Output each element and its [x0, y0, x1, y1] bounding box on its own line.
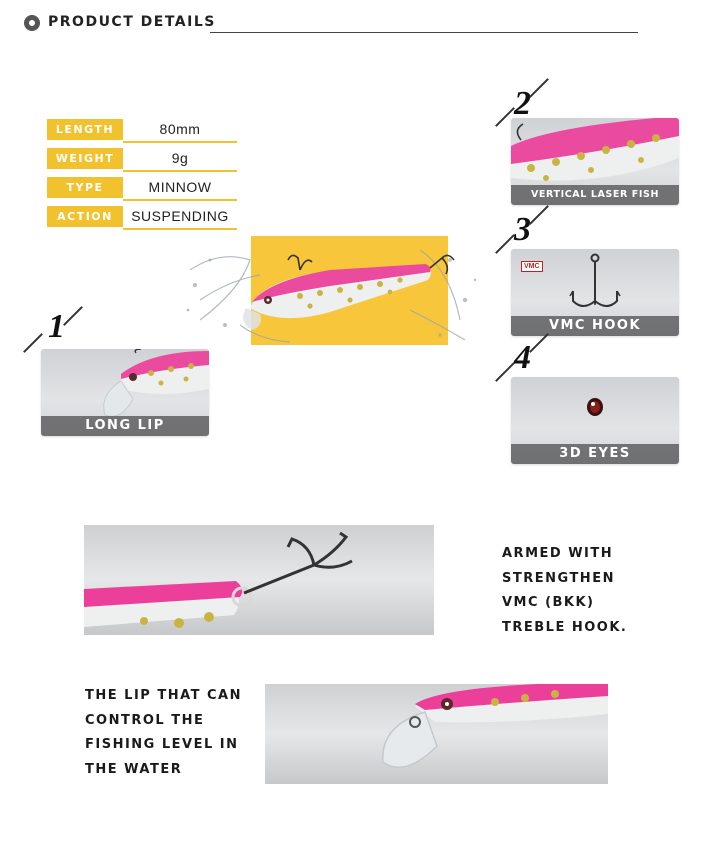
feature-number-2: 2	[514, 85, 531, 122]
feature-caption: LONG LIP	[41, 416, 209, 436]
spec-label: TYPE	[47, 177, 123, 198]
spec-label: ACTION	[47, 206, 123, 227]
spec-underline	[123, 199, 237, 201]
desc-line: FISHING LEVEL IN	[85, 737, 239, 752]
feature-caption: VERTICAL LASER FISH SCALES	[511, 185, 679, 205]
slash-mark	[529, 205, 549, 225]
desc-line: CONTROL THE	[85, 712, 205, 728]
feature-card-vmc-hook: VMC VMC HOOK	[511, 249, 679, 336]
desc-line: VMC (BKK)	[502, 595, 595, 610]
hook-description: ARMED WITH STRENGTHEN VMC (BKK) TREBLE H…	[502, 542, 627, 640]
slash-mark	[63, 306, 83, 326]
desc-line: STRENGTHEN	[502, 570, 615, 586]
slash-mark	[23, 333, 43, 353]
feature-caption: 3D EYES	[511, 444, 679, 464]
laser-scales-image	[511, 118, 679, 181]
feature-card-3d-eyes: 3D EYES	[511, 377, 679, 464]
spec-row-action: ACTION SUSPENDING	[47, 204, 237, 233]
spec-value: 80mm	[159, 121, 201, 137]
lip-description: THE LIP THAT CAN CONTROL THE FISHING LEV…	[85, 684, 242, 782]
bullet-circle-icon	[24, 15, 40, 31]
feature-number-1: 1	[48, 308, 65, 345]
desc-line: TREBLE HOOK.	[502, 619, 628, 635]
desc-line: THE LIP THAT CAN	[85, 688, 243, 703]
spec-value: MINNOW	[148, 179, 212, 195]
slash-mark	[529, 78, 549, 98]
spec-underline	[123, 228, 237, 230]
spec-row-weight: WEIGHT 9g	[47, 146, 237, 175]
spec-underline	[123, 141, 237, 143]
spec-value: SUSPENDING	[131, 208, 229, 224]
spec-row-length: LENGTH 80mm	[47, 117, 237, 146]
feature-card-laser-scales: VERTICAL LASER FISH SCALES	[511, 118, 679, 205]
spec-table: LENGTH 80mm WEIGHT 9g TYPE MINNOW ACTION…	[47, 117, 237, 233]
spec-value: 9g	[171, 150, 189, 166]
desc-line: ARMED WITH	[502, 546, 614, 561]
spec-label: WEIGHT	[47, 148, 123, 169]
feature-caption: VMC HOOK	[511, 316, 679, 336]
spec-row-type: TYPE MINNOW	[47, 175, 237, 204]
slash-mark	[529, 333, 549, 353]
treble-hook-photo	[84, 525, 434, 635]
3d-eye-icon	[587, 398, 603, 416]
hero-lure-image	[186, 249, 477, 343]
section-header: PRODUCT DETAILS	[24, 12, 638, 38]
section-title: PRODUCT DETAILS	[48, 14, 216, 30]
header-divider	[210, 32, 638, 33]
feature-card-long-lip: LONG LIP	[41, 349, 209, 436]
vmc-logo: VMC	[521, 261, 543, 272]
spec-label: LENGTH	[47, 119, 123, 140]
treble-hook-icon	[569, 253, 621, 307]
lure-lip-photo	[265, 684, 608, 784]
feature-number-3: 3	[514, 211, 531, 248]
long-lip-image	[103, 349, 209, 417]
feature-number-4: 4	[514, 339, 531, 376]
desc-line: THE WATER	[85, 761, 183, 777]
spec-underline	[123, 170, 237, 172]
